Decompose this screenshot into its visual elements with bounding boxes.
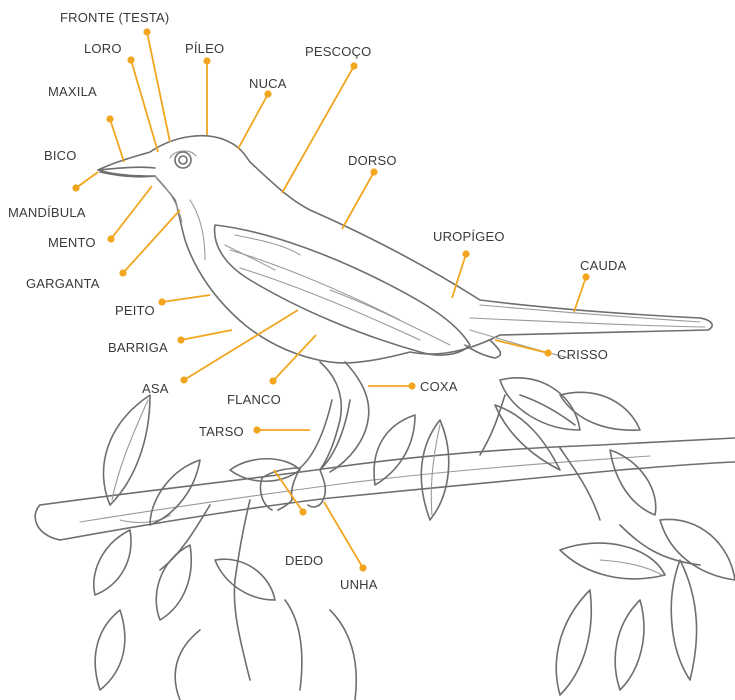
label-barriga: BARRIGA	[108, 340, 168, 355]
leader-line-dorso	[342, 172, 374, 229]
leaves	[94, 378, 735, 700]
leader-dot-fronte	[143, 28, 150, 35]
leader-dot-coxa	[408, 382, 415, 389]
leader-dot-asa	[180, 376, 187, 383]
leader-dot-nuca	[264, 90, 271, 97]
leader-line-crisso	[495, 340, 548, 353]
leader-dot-flanco	[269, 377, 276, 384]
leader-dot-barriga	[177, 336, 184, 343]
leader-dot-pileo	[203, 57, 210, 64]
label-unha: UNHA	[340, 577, 378, 592]
label-dorso: DORSO	[348, 153, 397, 168]
label-nuca: NUCA	[249, 76, 287, 91]
label-coxa: COXA	[420, 379, 458, 394]
leader-dot-dorso	[370, 168, 377, 175]
leader-line-unha	[324, 502, 363, 568]
leader-line-pescoco	[282, 66, 354, 193]
label-dedo: DEDO	[285, 553, 323, 568]
leader-dot-mento	[107, 235, 114, 242]
label-cauda: CAUDA	[580, 258, 627, 273]
leader-line-loro	[131, 60, 158, 152]
leader-line-peito	[162, 295, 210, 302]
leader-dot-tarso	[253, 426, 260, 433]
labels: FRONTE (TESTA) LORO PÍLEO PESCOÇO NUCA M…	[8, 10, 627, 592]
leader-line-bico	[76, 172, 98, 188]
leader-line-barriga	[181, 330, 232, 340]
leader-dot-garganta	[119, 269, 126, 276]
leader-dot-loro	[127, 56, 134, 63]
label-pescoco: PESCOÇO	[305, 44, 371, 59]
leader-line-maxila	[110, 119, 124, 162]
leader-dot-peito	[158, 298, 165, 305]
label-bico: BICO	[44, 148, 77, 163]
label-uropigeo: UROPÍGEO	[433, 229, 505, 244]
label-mandibula: MANDÍBULA	[8, 205, 86, 220]
leader-line-asa	[184, 310, 298, 380]
label-pileo: PÍLEO	[185, 41, 224, 56]
label-fronte: FRONTE (TESTA)	[60, 10, 169, 25]
label-crisso: CRISSO	[557, 347, 608, 362]
leader-line-mento	[111, 186, 152, 239]
leader-line-garganta	[123, 210, 180, 273]
leader-line-nuca	[238, 94, 268, 149]
leader-dot-maxila	[106, 115, 113, 122]
label-garganta: GARGANTA	[26, 276, 100, 291]
label-asa: ASA	[142, 381, 169, 396]
leader-dot-crisso	[544, 349, 551, 356]
leader-dot-bico	[72, 184, 79, 191]
leader-line-cauda	[574, 277, 586, 312]
leader-dot-uropigeo	[462, 250, 469, 257]
leader-dot-cauda	[582, 273, 589, 280]
leader-dot-dedo	[299, 508, 306, 515]
label-peito: PEITO	[115, 303, 155, 318]
label-flanco: FLANCO	[227, 392, 281, 407]
leader-line-uropigeo	[452, 254, 466, 298]
branch	[35, 395, 735, 680]
label-loro: LORO	[84, 41, 122, 56]
label-tarso: TARSO	[199, 424, 244, 439]
label-mento: MENTO	[48, 235, 96, 250]
label-maxila: MAXILA	[48, 84, 97, 99]
leader-dot-unha	[359, 564, 366, 571]
leader-dot-pescoco	[350, 62, 357, 69]
